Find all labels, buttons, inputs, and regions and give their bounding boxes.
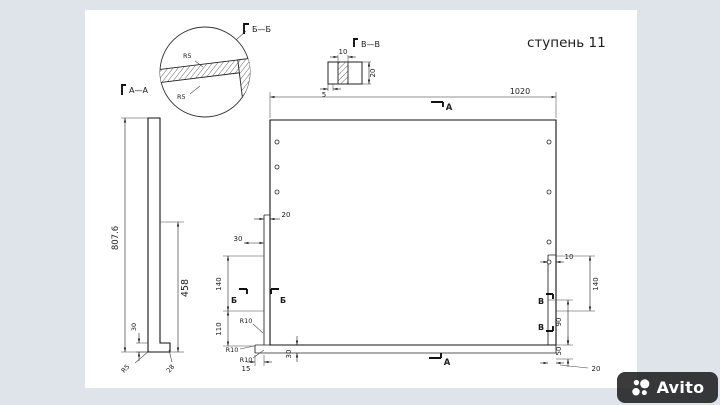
left-fold-lines [263, 214, 270, 345]
section-flag-aa [121, 84, 126, 95]
avito-watermark: Avito [617, 372, 718, 403]
dim-15-bottom: 15 [242, 355, 272, 373]
dim-vv-10: 10 [330, 48, 356, 62]
r10-callout-2: R10 [226, 345, 255, 354]
dim-20-right-label: 20 [592, 365, 601, 373]
marker-a-bottom-label: А [444, 358, 451, 368]
dim-90-right-label: 90 [555, 318, 563, 327]
dim-110-left-label: 110 [215, 322, 223, 335]
dim-10-right: 10 [540, 253, 574, 264]
section-label-aa: А—А [129, 86, 148, 95]
hole-left-3 [274, 189, 280, 195]
hole-right-3 [546, 239, 552, 245]
dim-50-right-label: 50 [555, 347, 563, 356]
side-dim-28: 28 [165, 363, 176, 375]
dim-30-offset-label: 30 [234, 235, 243, 243]
bottom-flange [254, 344, 557, 354]
hole-right-1 [546, 139, 552, 145]
r10-callout-1: R10 [240, 317, 264, 334]
dim-15-label: 15 [242, 365, 251, 373]
dim-width-1020: 1020 [269, 87, 557, 118]
main-dim-width: 1020 [510, 87, 530, 96]
section-label-vv: В—В [361, 40, 380, 49]
side-dim-foot: 30 [130, 323, 138, 331]
section-flag-vv [353, 38, 358, 47]
side-dim-total-height: 807.6 [111, 226, 121, 250]
section-label-bb: Б—Б [252, 25, 271, 34]
hole-right-2 [546, 189, 552, 195]
vv-dim-10: 10 [339, 48, 348, 56]
marker-v-bottom-label: В [538, 323, 544, 332]
detail-circle-bb: R5 R5 Б—Б [159, 23, 271, 118]
side-28-callout: 28 [165, 349, 176, 375]
hole-left-2 [274, 164, 280, 170]
marker-a-top: А [431, 101, 453, 113]
marker-b-right: Б [270, 288, 286, 305]
section-vv: В—В 10 5 20 [320, 38, 380, 99]
section-flag-bb [243, 23, 249, 34]
marker-b-right-label: Б [280, 296, 286, 305]
r10-label-3: R10 [240, 356, 253, 364]
side-r5-label: R5 [120, 363, 132, 375]
r10-label-1: R10 [240, 317, 253, 325]
marker-v-top-label: В [538, 297, 544, 306]
dim-side-inner: 458 [160, 221, 191, 353]
marker-b-left-label: Б [231, 296, 237, 305]
vv-dim-5: 5 [322, 91, 326, 99]
dim-vv-5: 5 [320, 84, 341, 99]
dim-140-right: 140 [556, 255, 600, 312]
vv-dim-20: 20 [369, 69, 377, 78]
dim-vv-20: 20 [362, 61, 377, 85]
hole-left-1 [274, 139, 280, 145]
marker-v-bottom: В [538, 323, 554, 332]
dim-20-right: 20 [540, 361, 601, 373]
dim-30-flange: 30 [285, 336, 299, 362]
dim-140-right-label: 140 [592, 277, 600, 290]
dim-20-fold-label: 20 [282, 211, 291, 219]
r10-label-2: R10 [226, 346, 239, 354]
dim-20-fold: 20 [254, 211, 291, 221]
dim-140-left-label: 140 [215, 277, 223, 290]
watermark-brand: Avito [656, 378, 705, 397]
marker-a-bottom: А [429, 353, 451, 368]
main-view: 1020 А А 20 30 [215, 87, 600, 373]
detail-r5-bottom-label: R5 [177, 93, 186, 101]
side-view-aa: А—А 807.6 458 30 [111, 84, 191, 375]
detail-r5-top-label: R5 [183, 52, 192, 60]
marker-b-left: Б [231, 288, 248, 305]
marker-a-top-label: А [446, 103, 453, 113]
dim-10-right-label: 10 [565, 253, 574, 261]
page-title: ступень 11 [527, 35, 606, 51]
dim-110-left: 110 [215, 310, 255, 347]
dim-30-flange-label: 30 [285, 350, 293, 359]
dim-30-offset: 30 [234, 235, 265, 245]
side-dim-inner-height: 458 [180, 279, 191, 297]
dim-140-left: 140 [215, 255, 264, 312]
face-outline [269, 119, 557, 346]
marker-v-top: В [538, 293, 554, 306]
avito-logo-icon [631, 378, 649, 395]
side-r5-callout: R5 [120, 350, 150, 375]
